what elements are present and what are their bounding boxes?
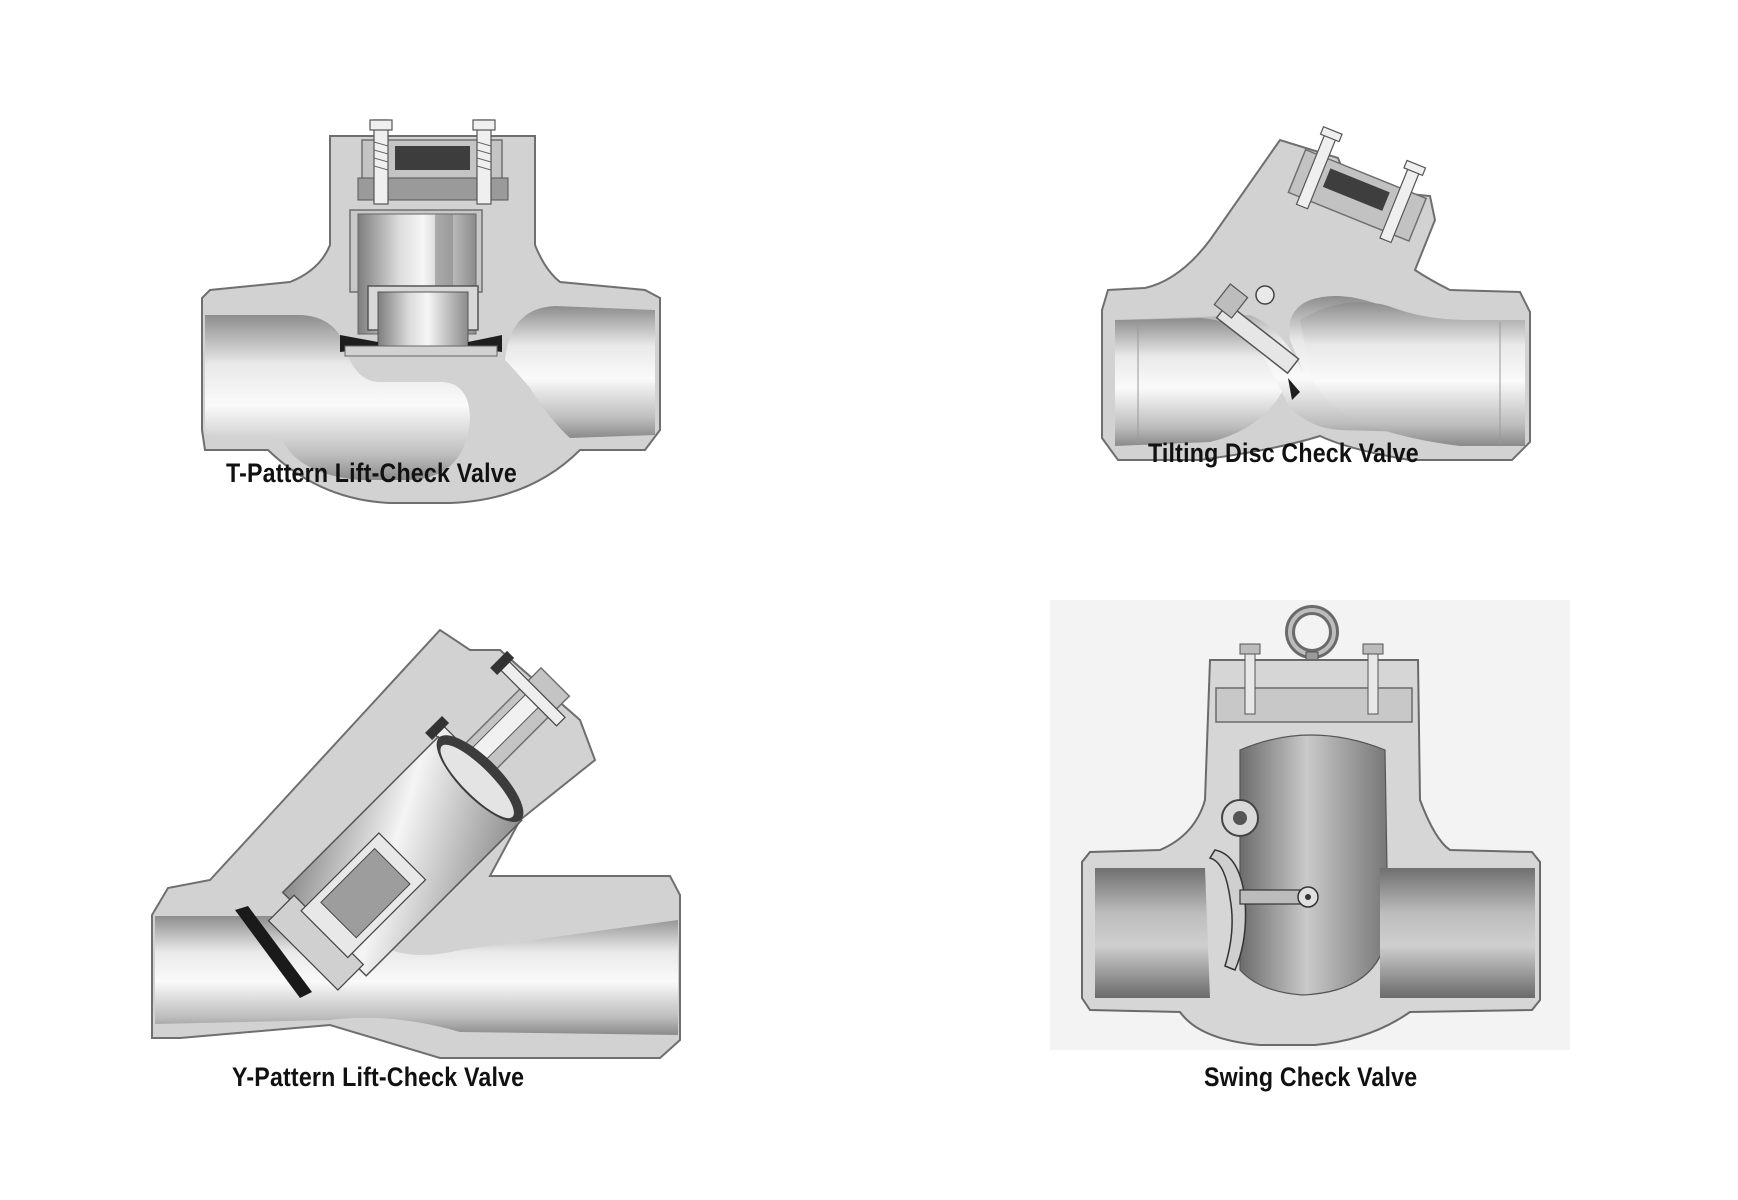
t-pattern-valve-figure: T-Pattern Lift-Check Valve — [150, 119, 710, 560]
tilting-disc-check-valve-icon — [1101, 125, 1531, 461]
tilting-disc-valve-figure: Tilting Disc Check Valve — [1050, 125, 1610, 550]
t-pattern-caption: T-Pattern Lift-Check Valve — [226, 458, 517, 488]
swing-check-valve-figure: Swing Check Valve — [1040, 600, 1580, 1100]
swing-check-caption: Swing Check Valve — [1204, 1062, 1418, 1092]
tilting-disc-caption: Tilting Disc Check Valve — [1148, 438, 1419, 468]
swing-check-valve-icon — [1050, 600, 1570, 1050]
y-pattern-lift-check-valve-icon — [151, 628, 681, 1059]
y-pattern-caption: Y-Pattern Lift-Check Valve — [232, 1062, 525, 1092]
y-pattern-valve-figure: Y-Pattern Lift-Check Valve — [140, 620, 700, 1100]
t-pattern-lift-check-valve-icon — [201, 119, 661, 504]
